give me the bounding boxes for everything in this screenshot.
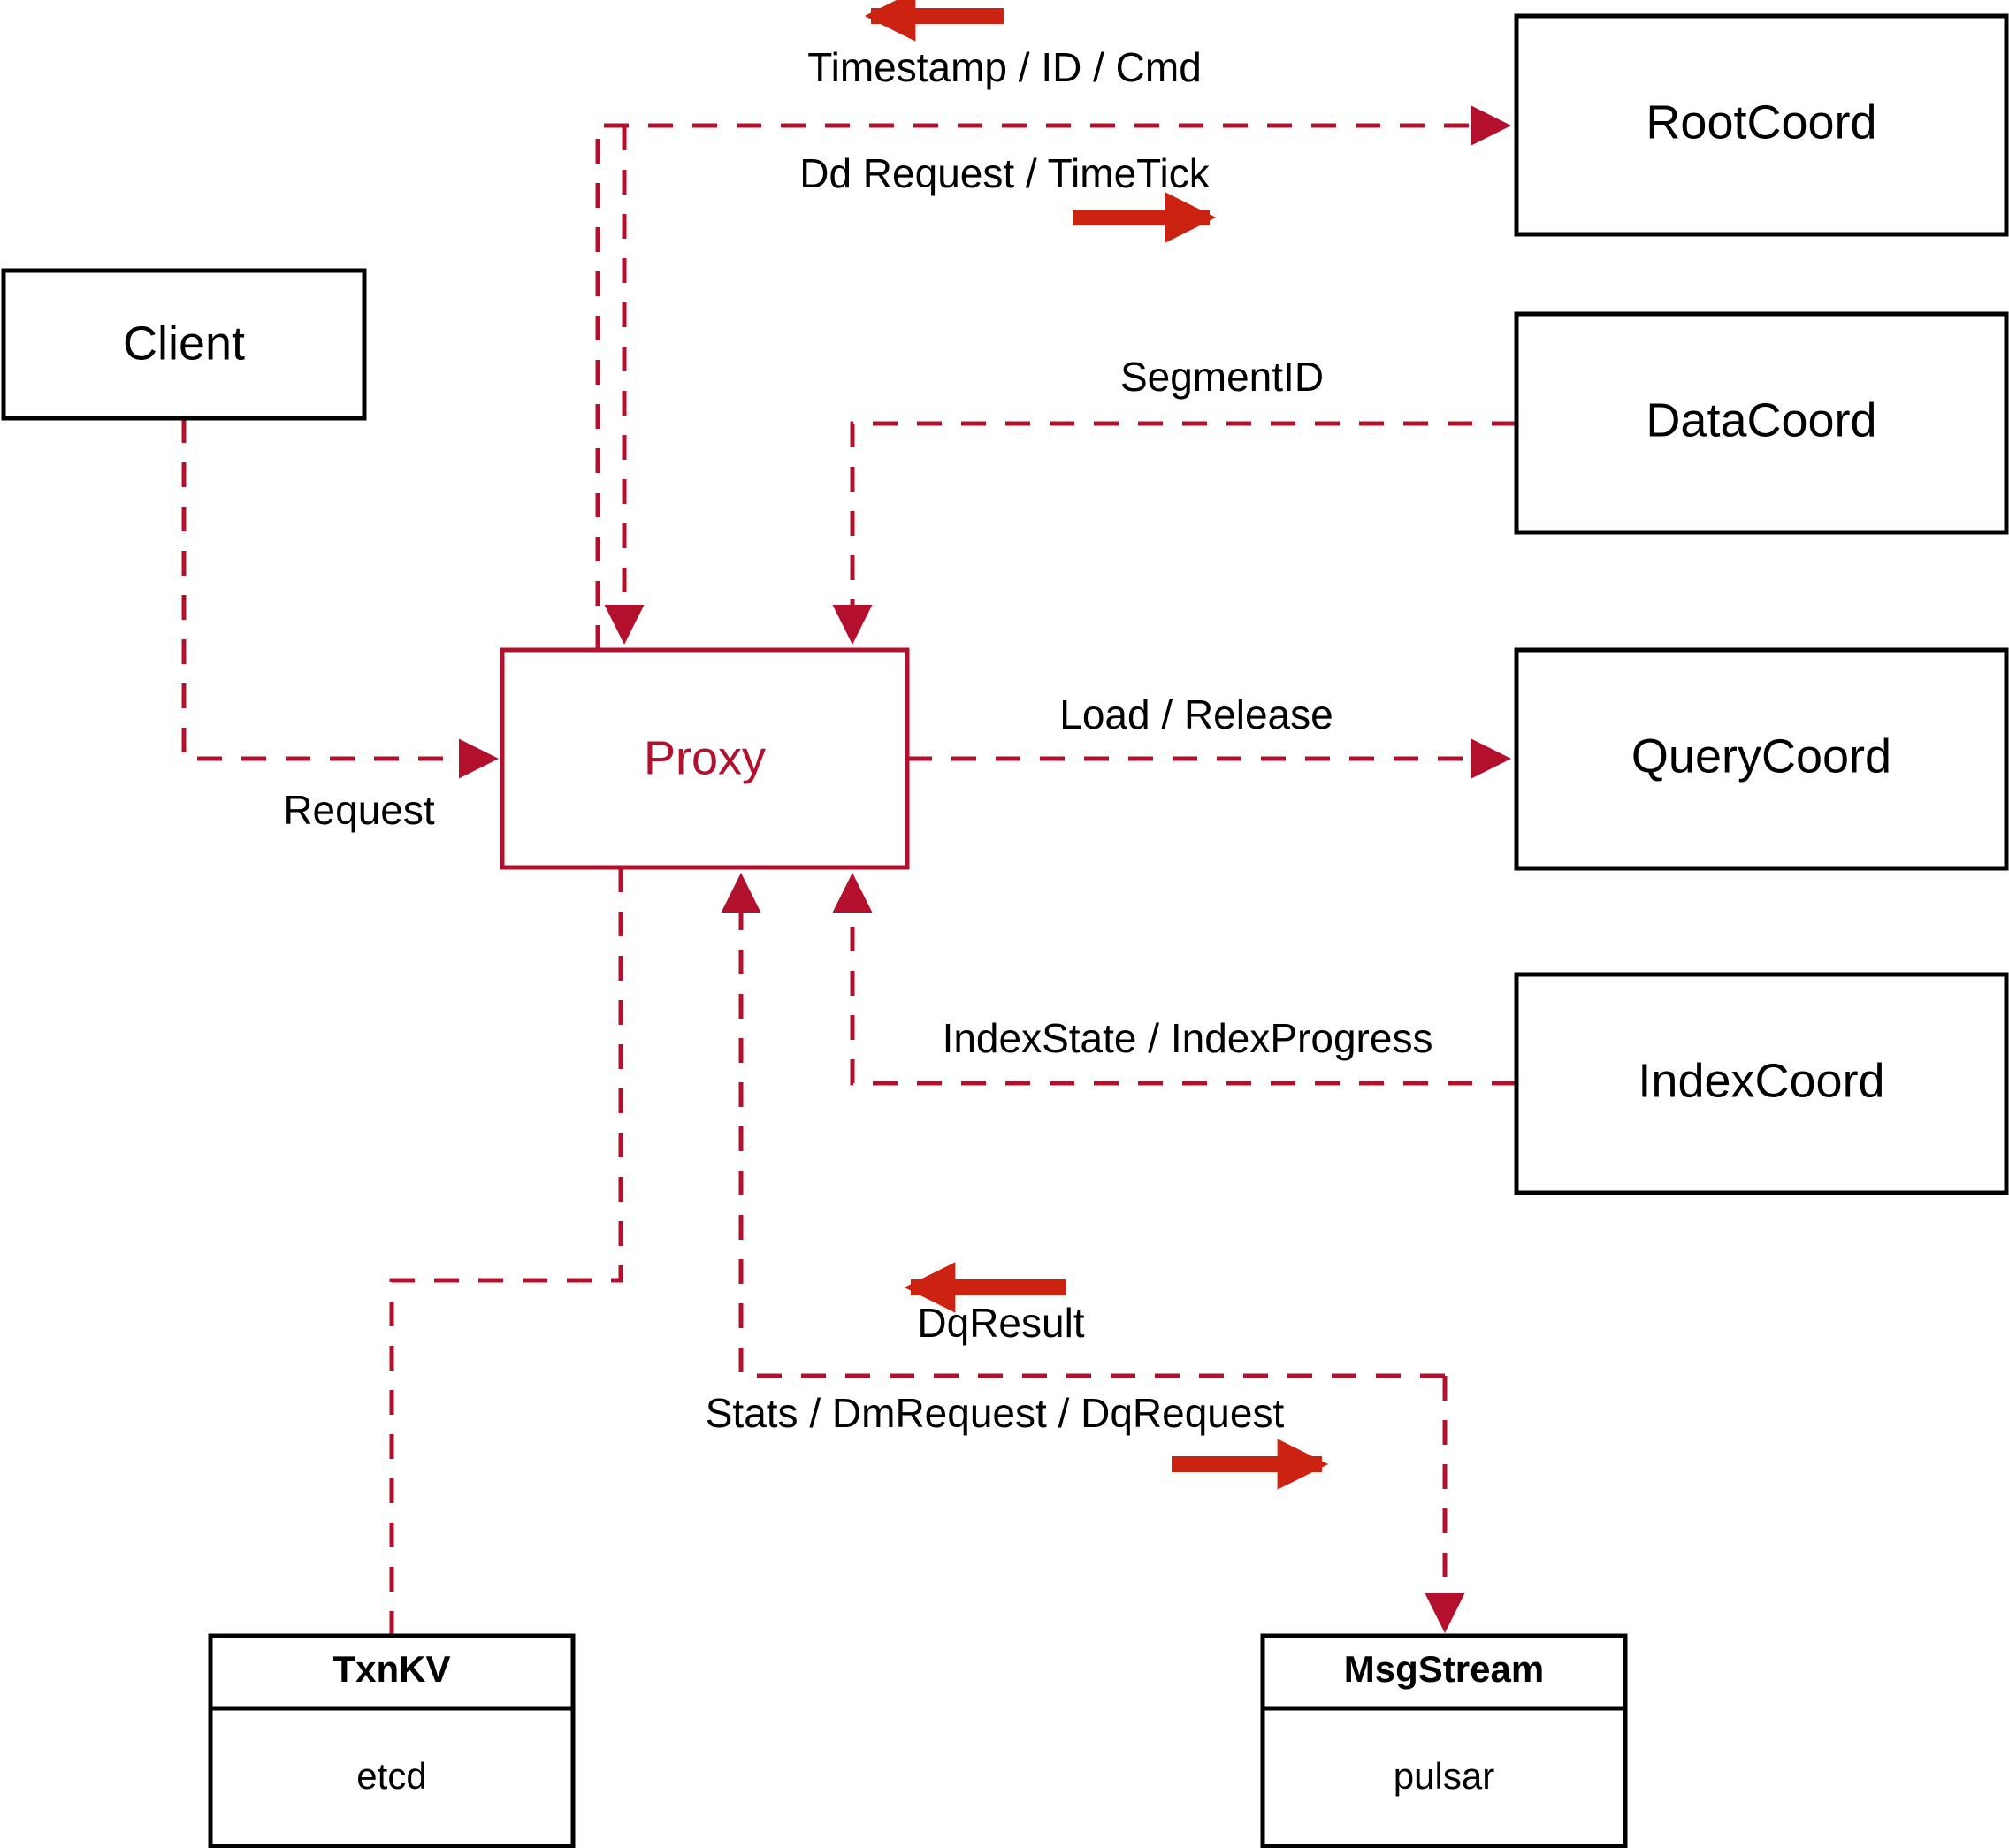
edge-msgstream-proxy [721, 872, 1465, 1634]
node-indexcoord-label: IndexCoord [1638, 1054, 1884, 1107]
node-indexcoord[interactable]: IndexCoord [1514, 972, 2009, 1195]
edge-label-indexstate-indexprogress: IndexState / IndexProgress [943, 1015, 1433, 1061]
node-msgstream[interactable]: MsgStream pulsar [1260, 1633, 1628, 1848]
node-txnkv-label: TxnKV [332, 1648, 450, 1690]
edge-label-dqresult: DqResult [917, 1300, 1084, 1346]
edge-label-stats-dmrequest-dqrequest: Stats / DmRequest / DqRequest [706, 1390, 1285, 1436]
edge-label-request: Request [283, 787, 435, 833]
edge-label-timestamp-id-cmd: Timestamp / ID / Cmd [807, 44, 1202, 90]
edge-label-dd-request-timetick: Dd Request / TimeTick [799, 150, 1211, 196]
node-datacoord-label: DataCoord [1646, 393, 1876, 447]
node-txnkv[interactable]: TxnKV etcd [208, 1633, 576, 1848]
node-client-label: Client [123, 317, 245, 370]
node-rootcoord[interactable]: RootCoord [1514, 13, 2009, 237]
node-client[interactable]: Client [1, 268, 367, 421]
edge-proxy-txnkv [389, 867, 623, 1636]
edge-indexstate-indexprogress [832, 872, 1516, 1086]
node-rootcoord-label: RootCoord [1646, 95, 1876, 149]
node-datacoord[interactable]: DataCoord [1514, 311, 2009, 535]
node-proxy[interactable]: Proxy [500, 647, 910, 870]
edge-request [181, 418, 500, 779]
node-querycoord-label: QueryCoord [1631, 729, 1891, 783]
node-msgstream-label: MsgStream [1344, 1648, 1544, 1690]
node-querycoord[interactable]: QueryCoord [1514, 647, 2009, 871]
edge-dd-request-timetick [595, 105, 1512, 650]
edge-segmentid [832, 421, 1516, 645]
node-msgstream-impl-label: pulsar [1394, 1755, 1494, 1797]
edge-label-load-release: Load / Release [1059, 691, 1333, 737]
edge-label-segmentid: SegmentID [1120, 354, 1324, 400]
node-proxy-label: Proxy [644, 731, 766, 784]
node-txnkv-impl-label: etcd [356, 1755, 426, 1797]
